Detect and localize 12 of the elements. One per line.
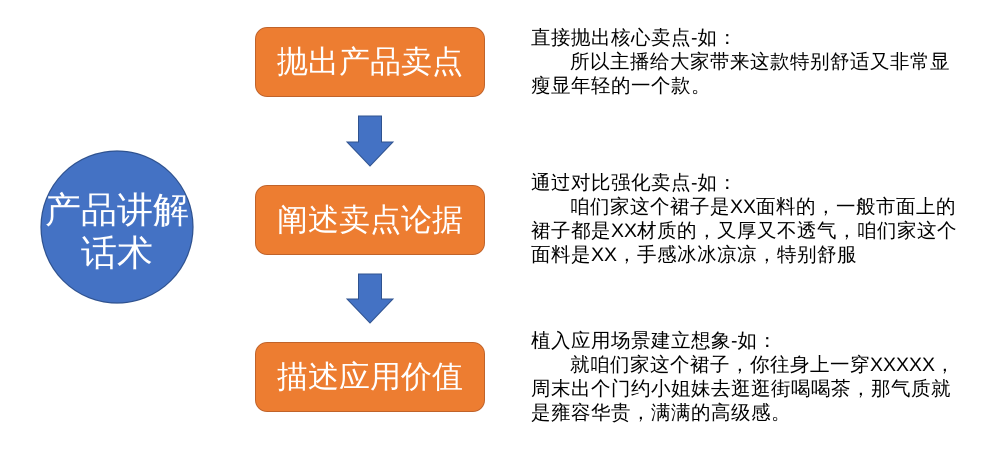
example-heading: 植入应用场景建立想象-如：	[531, 329, 778, 353]
example-heading: 通过对比强化卖点-如：	[531, 171, 738, 195]
process-box: 抛出产品卖点	[255, 27, 485, 97]
example-text: 所以主播给大家带来这款特别舒适又非常显瘦显年轻的一个款。	[531, 50, 951, 98]
topic-circle: 产品讲解话术	[40, 150, 194, 304]
down-arrow	[346, 116, 394, 167]
down-arrow	[346, 274, 394, 324]
example-text: 咱们家这个裙子是XX面料的，一般市面上的裙子都是XX材质的，又厚又不透气，咱们家这个面料是XX，手感冰冰凉凉，特别舒服	[531, 195, 958, 267]
example-heading: 直接抛出核心卖点-如：	[531, 26, 738, 50]
process-box: 描述应用价值	[255, 342, 485, 412]
process-box: 阐述卖点论据	[255, 185, 485, 255]
example-text: 就咱们家这个裙子，你往身上一穿XXXXX，周末出个门约小姐妹去逛逛街喝喝茶，那气质就是雍容华贵，满满的高级感。	[531, 353, 956, 425]
